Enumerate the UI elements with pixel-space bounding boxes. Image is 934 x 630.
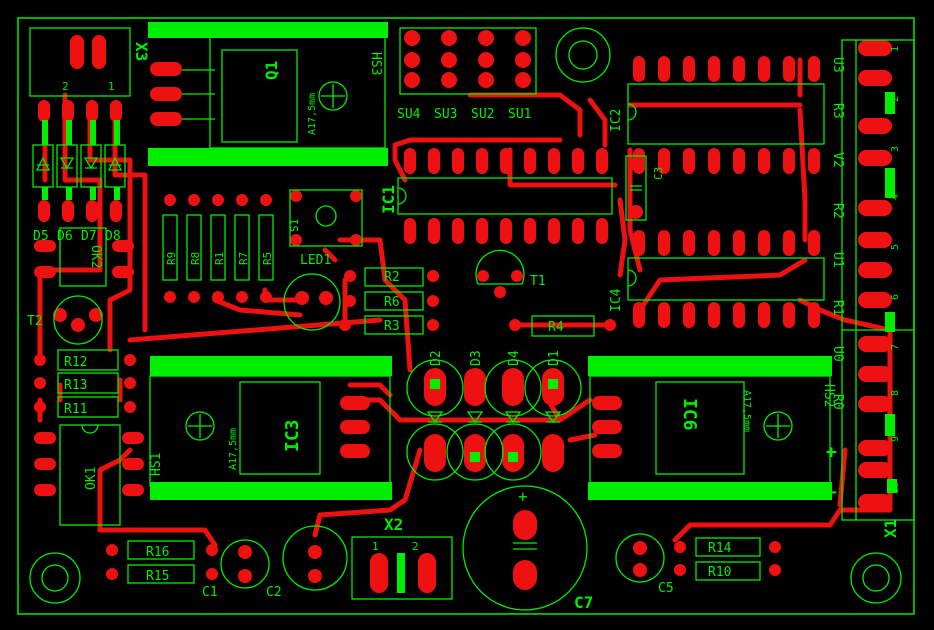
- x1-minus-sign: −: [826, 482, 837, 503]
- r5-label: R5: [261, 252, 274, 265]
- led1-label: LED1: [300, 253, 331, 268]
- t2-label: T2: [27, 314, 43, 329]
- copper-traces: [37, 57, 893, 548]
- c5-label: C5: [658, 581, 674, 596]
- x1-label: X1: [881, 519, 900, 538]
- r15-label: R15: [146, 569, 169, 584]
- t1-label: T1: [530, 274, 546, 289]
- r2-label: R2: [384, 270, 400, 285]
- x1-pin-3: 3: [890, 146, 901, 152]
- hs3-label: HS3: [368, 52, 383, 75]
- r11-label: R12: [64, 355, 87, 370]
- r1-label: R1: [213, 252, 226, 265]
- r9-label: R9: [165, 252, 178, 265]
- d6-label: D6: [57, 229, 73, 244]
- silkscreen: [29, 27, 915, 611]
- ok1-label: OK1: [84, 467, 99, 490]
- x1-pin-8: 8: [890, 390, 901, 396]
- x3-label: X3: [132, 42, 151, 61]
- hs2-size-text: A17,5mm: [741, 390, 752, 432]
- x2-label: X2: [384, 515, 403, 534]
- ic4-label: IC4: [609, 288, 624, 312]
- r6-label: R6: [384, 295, 400, 310]
- r0-label: R0: [830, 394, 845, 410]
- c7-label: C7: [574, 593, 593, 612]
- su4-label: SU4: [397, 107, 421, 122]
- ic6-label: IC6: [679, 398, 700, 431]
- x2-pin-1: 1: [372, 540, 379, 553]
- r1-x-label: R1: [830, 300, 845, 316]
- su1-label: SU1: [508, 107, 531, 122]
- u3-label: U3: [830, 57, 845, 73]
- c7-plus-sign: +: [518, 487, 528, 506]
- hs1-label: HS1: [149, 453, 164, 476]
- r16-label: R16: [146, 545, 169, 560]
- silkscreen-fills: [42, 22, 897, 593]
- v2-label: V2: [830, 152, 845, 168]
- x1-pin-4: 4: [890, 194, 901, 200]
- ok2-label: OK2: [88, 245, 103, 268]
- c3-label: C3: [652, 167, 665, 180]
- d2-label: D2: [429, 350, 444, 366]
- hs1-size-text: A17,5mm: [228, 428, 239, 470]
- c2-label: C2: [266, 585, 282, 600]
- x1-pin-5: 5: [890, 244, 901, 250]
- d7-label: D7: [81, 229, 97, 244]
- x3-pin-2: 2: [62, 80, 69, 93]
- r3-x-label: R3: [830, 103, 845, 119]
- d4-label: D4: [507, 350, 522, 366]
- ic1-label: IC1: [379, 185, 398, 214]
- d8-label: D8: [105, 229, 121, 244]
- x2-pin-2: 2: [412, 540, 419, 553]
- u0-label: U0: [830, 346, 845, 362]
- r13-label: R14: [708, 541, 732, 556]
- r4-label: R4: [548, 320, 564, 335]
- r14-label: R10: [708, 565, 731, 580]
- u1-label: U1: [830, 252, 845, 268]
- r12-label: R13: [64, 378, 87, 393]
- connector-x3-outline: [29, 27, 131, 97]
- x1-pin-1: 1: [890, 46, 901, 52]
- c1-label: C1: [202, 585, 218, 600]
- x3-pin-1: 1: [108, 80, 115, 93]
- r8-label: R8: [189, 252, 202, 265]
- x1-pin-7: 7: [890, 344, 901, 350]
- d3-label: D3: [469, 350, 484, 366]
- reference-labels: X3 2 1 Q1 A17,5mm HS3 D5 D6 D7 D8 OK2 T2…: [27, 42, 901, 612]
- d1-label: D1: [547, 350, 562, 366]
- ic2-label: IC2: [609, 109, 624, 132]
- q1-label: Q1: [262, 61, 281, 80]
- x1-pin-6: 6: [890, 294, 901, 300]
- hs2-label: HS2: [821, 384, 836, 407]
- x1-pin-2: 2: [890, 96, 901, 102]
- x1-plus-sign: +: [826, 442, 837, 463]
- su3-label: SU3: [434, 107, 457, 122]
- x1-pin-10: 10: [890, 482, 901, 494]
- su2-label: SU2: [471, 107, 494, 122]
- r10-label: R11: [64, 402, 87, 417]
- x1-pin-9: 9: [890, 436, 901, 442]
- ic3-label: IC3: [282, 419, 303, 452]
- r7-label: R7: [237, 252, 250, 265]
- hs3-size-text: A17,5mm: [307, 93, 318, 135]
- r3-label: R3: [384, 319, 400, 334]
- d5-label: D5: [33, 229, 49, 244]
- r2-x-label: R2: [830, 203, 845, 219]
- s1-label: S1: [288, 219, 301, 232]
